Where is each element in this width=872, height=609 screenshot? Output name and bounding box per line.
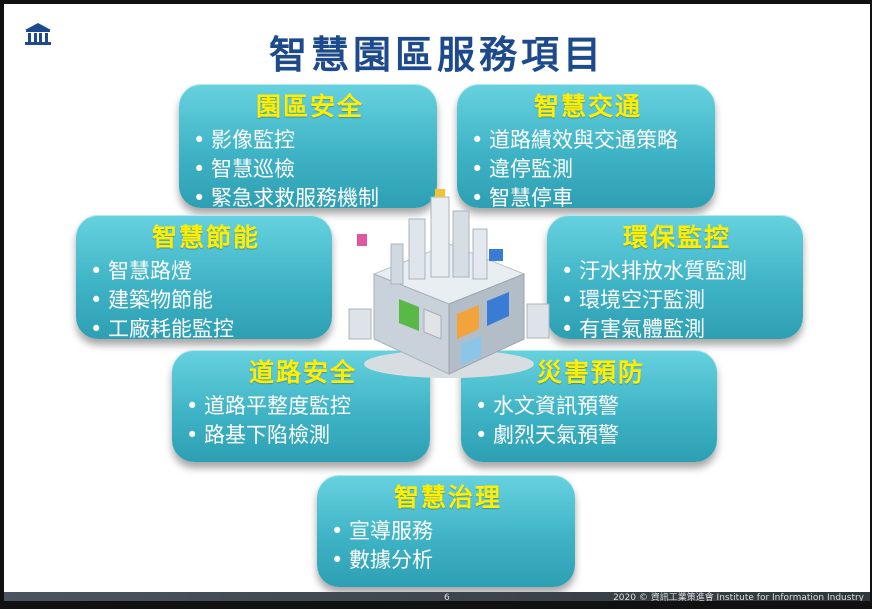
bullet-icon: • bbox=[90, 288, 103, 312]
card-campus-safety: 園區安全 •影像監控 •智慧巡檢 •緊急求救服務機制 bbox=[179, 84, 437, 210]
list-item: •影像監控 bbox=[193, 126, 427, 155]
footer-bar: 6 2020 © 資訊工業策進會 Institute for Informati… bbox=[4, 592, 870, 601]
page-title: 智慧園區服務項目 bbox=[268, 33, 605, 77]
list-item: •汙水排放水質監測 bbox=[561, 257, 793, 286]
card-smart-traffic: 智慧交通 •道路績效與交通策略 •違停監測 •智慧停車 bbox=[457, 84, 715, 210]
bullet-icon: • bbox=[475, 394, 488, 418]
list-item: •劇烈天氣預警 bbox=[475, 421, 707, 450]
card-title: 智慧治理 bbox=[393, 483, 502, 512]
card-list: •智慧路燈 •建築物節能 •工廠耗能監控 bbox=[90, 257, 322, 344]
bullet-icon: • bbox=[186, 423, 199, 447]
card-title: 道路安全 bbox=[248, 358, 357, 387]
bullet-icon: • bbox=[561, 288, 574, 312]
list-item: •道路平整度監控 bbox=[186, 392, 420, 421]
bullet-icon: • bbox=[331, 519, 344, 543]
bullet-icon: • bbox=[186, 394, 199, 418]
bullet-icon: • bbox=[561, 259, 574, 283]
list-item: •水文資訊預警 bbox=[475, 392, 707, 421]
card-environmental-monitoring: 環保監控 •汙水排放水質監測 •環境空汙監測 •有害氣體監測 bbox=[547, 215, 803, 341]
list-item: •環境空汙監測 bbox=[561, 286, 793, 315]
list-item: •有害氣體監測 bbox=[561, 315, 793, 344]
list-item: •違停監測 bbox=[471, 155, 705, 184]
bullet-icon: • bbox=[331, 548, 344, 572]
card-list: •宣導服務 •數據分析 bbox=[331, 517, 565, 575]
card-list: •水文資訊預警 •劇烈天氣預警 bbox=[475, 392, 707, 450]
bullet-icon: • bbox=[193, 186, 206, 210]
smart-city-cube-illustration bbox=[348, 189, 550, 378]
list-item: •路基下陷檢測 bbox=[186, 421, 420, 450]
institution-building-icon bbox=[25, 23, 51, 45]
bullet-icon: • bbox=[193, 157, 206, 181]
bullet-icon: • bbox=[471, 186, 484, 210]
list-item: •緊急求救服務機制 bbox=[193, 184, 427, 213]
card-list: •道路績效與交通策略 •違停監測 •智慧停車 bbox=[471, 126, 705, 213]
list-item: •宣導服務 bbox=[331, 517, 565, 546]
list-item: •道路績效與交通策略 bbox=[471, 126, 705, 155]
card-title: 災害預防 bbox=[536, 358, 645, 387]
list-item: •工廠耗能監控 bbox=[90, 315, 322, 344]
slide: 智慧園區服務項目 園區安全 •影像監控 •智慧巡檢 •緊急求救服務機制 智慧交通… bbox=[4, 4, 870, 601]
bullet-icon: • bbox=[471, 157, 484, 181]
bullet-icon: • bbox=[193, 128, 206, 152]
bullet-icon: • bbox=[471, 128, 484, 152]
page-number: 6 bbox=[444, 593, 450, 601]
bullet-icon: • bbox=[90, 317, 103, 341]
copyright-text: 2020 © 資訊工業策進會 Institute for Information… bbox=[613, 593, 864, 601]
list-item: •智慧停車 bbox=[471, 184, 705, 213]
card-title: 智慧節能 bbox=[151, 223, 260, 252]
card-title: 環保監控 bbox=[622, 223, 731, 252]
list-item: •建築物節能 bbox=[90, 286, 322, 315]
card-list: •汙水排放水質監測 •環境空汙監測 •有害氣體監測 bbox=[561, 257, 793, 344]
card-smart-governance: 智慧治理 •宣導服務 •數據分析 bbox=[317, 475, 575, 587]
card-list: •影像監控 •智慧巡檢 •緊急求救服務機制 bbox=[193, 126, 427, 213]
bullet-icon: • bbox=[475, 423, 488, 447]
list-item: •智慧巡檢 bbox=[193, 155, 427, 184]
list-item: •數據分析 bbox=[331, 546, 565, 575]
bullet-icon: • bbox=[561, 317, 574, 341]
card-title: 智慧交通 bbox=[533, 92, 642, 121]
card-smart-energy: 智慧節能 •智慧路燈 •建築物節能 •工廠耗能監控 bbox=[76, 215, 332, 341]
card-title: 園區安全 bbox=[255, 92, 364, 121]
bullet-icon: • bbox=[90, 259, 103, 283]
card-list: •道路平整度監控 •路基下陷檢測 bbox=[186, 392, 420, 450]
list-item: •智慧路燈 bbox=[90, 257, 322, 286]
